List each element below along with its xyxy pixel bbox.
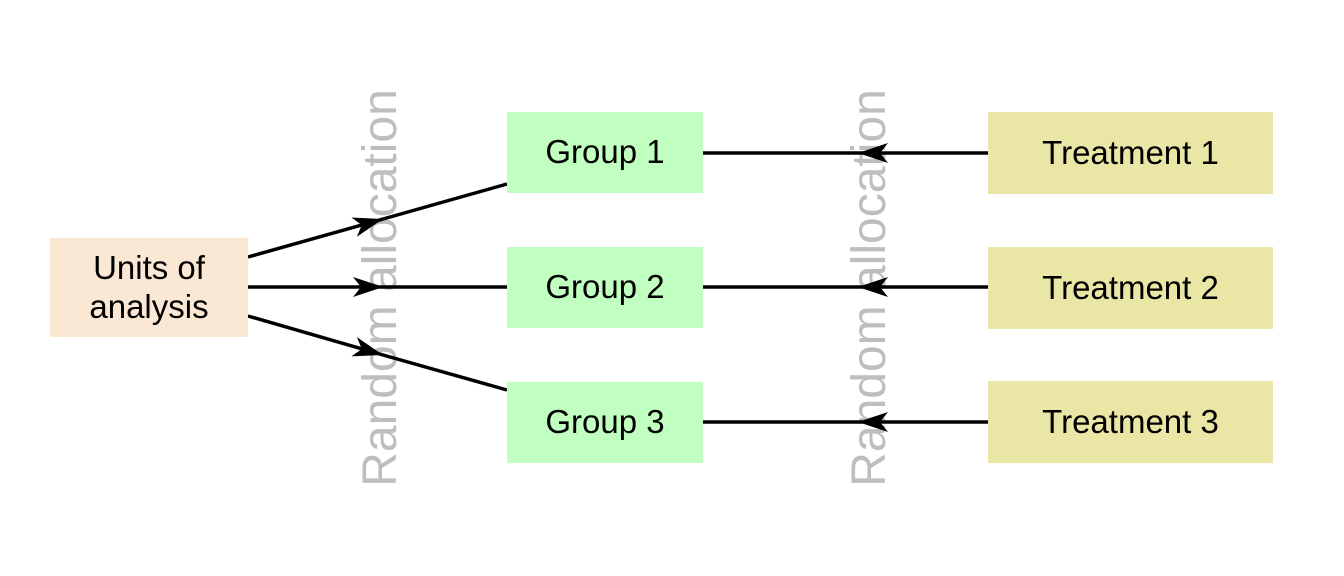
- group-2-node: Group 2: [507, 247, 703, 328]
- treatment-1-label: Treatment 1: [1042, 133, 1219, 171]
- units-label-line1: Units of: [93, 249, 205, 287]
- treatment-2-label: Treatment 2: [1042, 268, 1219, 306]
- units-label-line2: analysis: [89, 287, 209, 325]
- treatment-2-node: Treatment 2: [988, 247, 1273, 329]
- arrow-units-to-group-1: [247, 182, 508, 259]
- arrow-units-to-group-3: [247, 314, 508, 392]
- group-3-node: Group 3: [507, 382, 703, 463]
- group-1-node: Group 1: [507, 112, 703, 193]
- treatment-3-label: Treatment 3: [1042, 402, 1219, 440]
- treatment-3-node: Treatment 3: [988, 381, 1273, 463]
- units-of-analysis-node: Units of analysis: [50, 238, 248, 337]
- group-3-label: Group 3: [545, 403, 665, 441]
- treatment-1-node: Treatment 1: [988, 112, 1273, 194]
- group-2-label: Group 2: [545, 268, 665, 306]
- group-1-label: Group 1: [545, 133, 665, 171]
